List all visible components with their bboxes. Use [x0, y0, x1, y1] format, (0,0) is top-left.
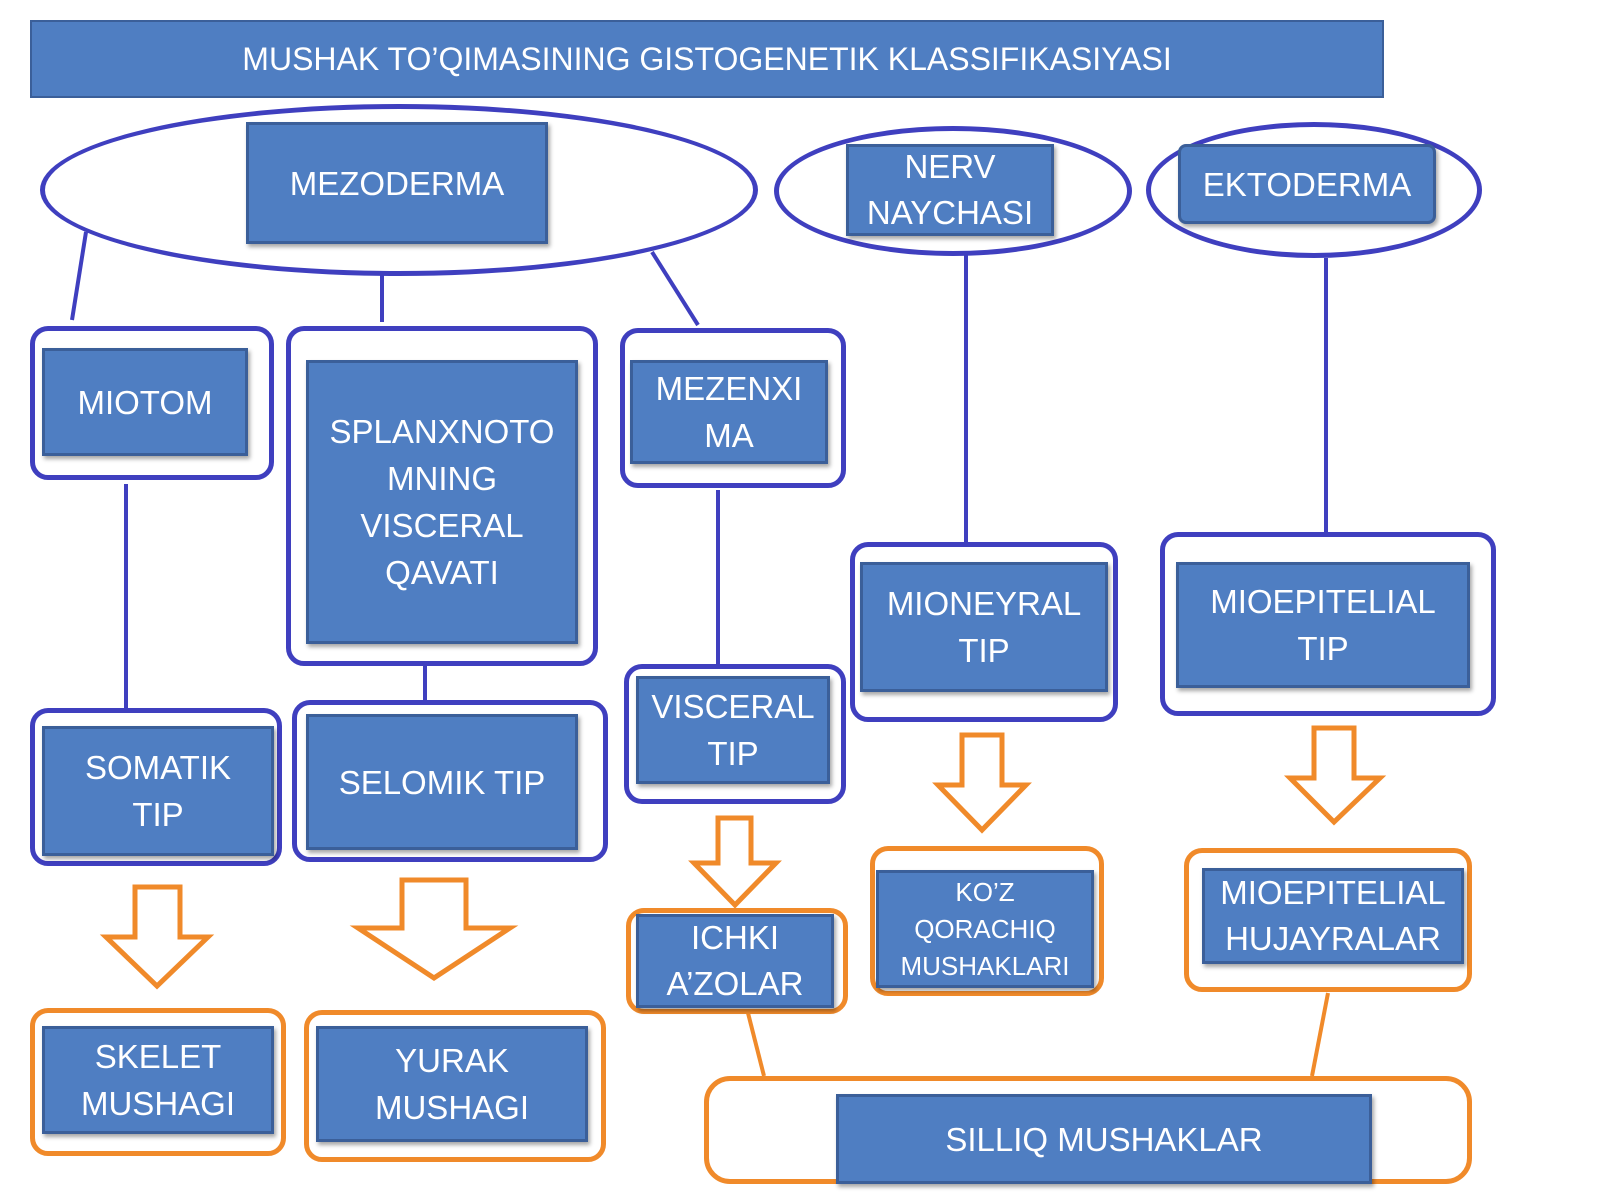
koz-frame	[870, 846, 1104, 996]
mioneyral-frame	[850, 542, 1118, 722]
ektoderma-box: EKTODERMA	[1178, 144, 1436, 224]
ichki-frame	[626, 908, 848, 1014]
visceral-tip-box: VISCERAL TIP	[636, 676, 830, 784]
somatik-tip-box: SOMATIK TIP	[42, 726, 274, 856]
arrow-down-visceral	[688, 815, 782, 909]
ichki-azolar-box: ICHKI A’ZOLAR	[636, 914, 834, 1008]
selomik-frame	[292, 700, 608, 862]
silliq-mushaklar-box: SILLIQ MUSHAKLAR	[836, 1094, 1372, 1184]
miotom-frame	[30, 326, 274, 480]
ektoderma-oval	[1146, 122, 1482, 258]
koz-qorachiq-mushaklari-box: KO’Z QORACHIQ MUSHAKLARI	[876, 870, 1094, 988]
mezoderma-box: MEZODERMA	[246, 122, 548, 244]
splanxnotom-frame	[286, 326, 598, 666]
mioneyral-tip-box: MIONEYRAL TIP	[860, 562, 1108, 692]
yurak-frame	[304, 1010, 606, 1162]
mioepitelial-hujayralar-box: MIOEPITELIAL HUJAYRALAR	[1202, 868, 1464, 964]
arrow-down-somatik	[99, 884, 215, 990]
connector-mezoderma-miotom	[70, 231, 88, 321]
arrow-down-selomik	[349, 877, 519, 981]
diagram-title: MUSHAK TO’QIMASINING GISTOGENETIK KLASSI…	[30, 20, 1384, 98]
miotom-box: MIOTOM	[42, 348, 248, 456]
connector-mezoderma-mezenxima	[650, 250, 700, 327]
visceral-frame	[624, 664, 846, 804]
mioepitelial-tip-box: MIOEPITELIAL TIP	[1176, 562, 1470, 688]
skelet-mushagi-box: SKELET MUSHAGI	[42, 1026, 274, 1134]
arrow-down-mioepitelial	[1283, 725, 1387, 826]
skelet-frame	[30, 1008, 286, 1156]
mioepitelial-hujayralar-frame	[1184, 848, 1472, 992]
mezenxima-box: MEZENXI MA	[630, 360, 828, 464]
connector-mioepitelial-silliq	[1310, 992, 1330, 1077]
nerv-naychasi-oval	[774, 126, 1132, 256]
connector-ichki-silliq	[746, 1012, 766, 1077]
somatik-frame	[30, 708, 282, 866]
mioepitelial-frame	[1160, 532, 1496, 716]
mezoderma-oval	[40, 104, 758, 276]
yurak-mushagi-box: YURAK MUSHAGI	[316, 1026, 588, 1142]
selomik-tip-box: SELOMIK TIP	[306, 714, 578, 850]
arrow-down-mioneyral	[932, 732, 1032, 834]
splanxnotom-box: SPLANXNOTO MNING VISCERAL QAVATI	[306, 360, 578, 644]
mezenxima-frame	[620, 328, 846, 488]
nerv-naychasi-box: NERV NAYCHASI	[846, 144, 1054, 236]
